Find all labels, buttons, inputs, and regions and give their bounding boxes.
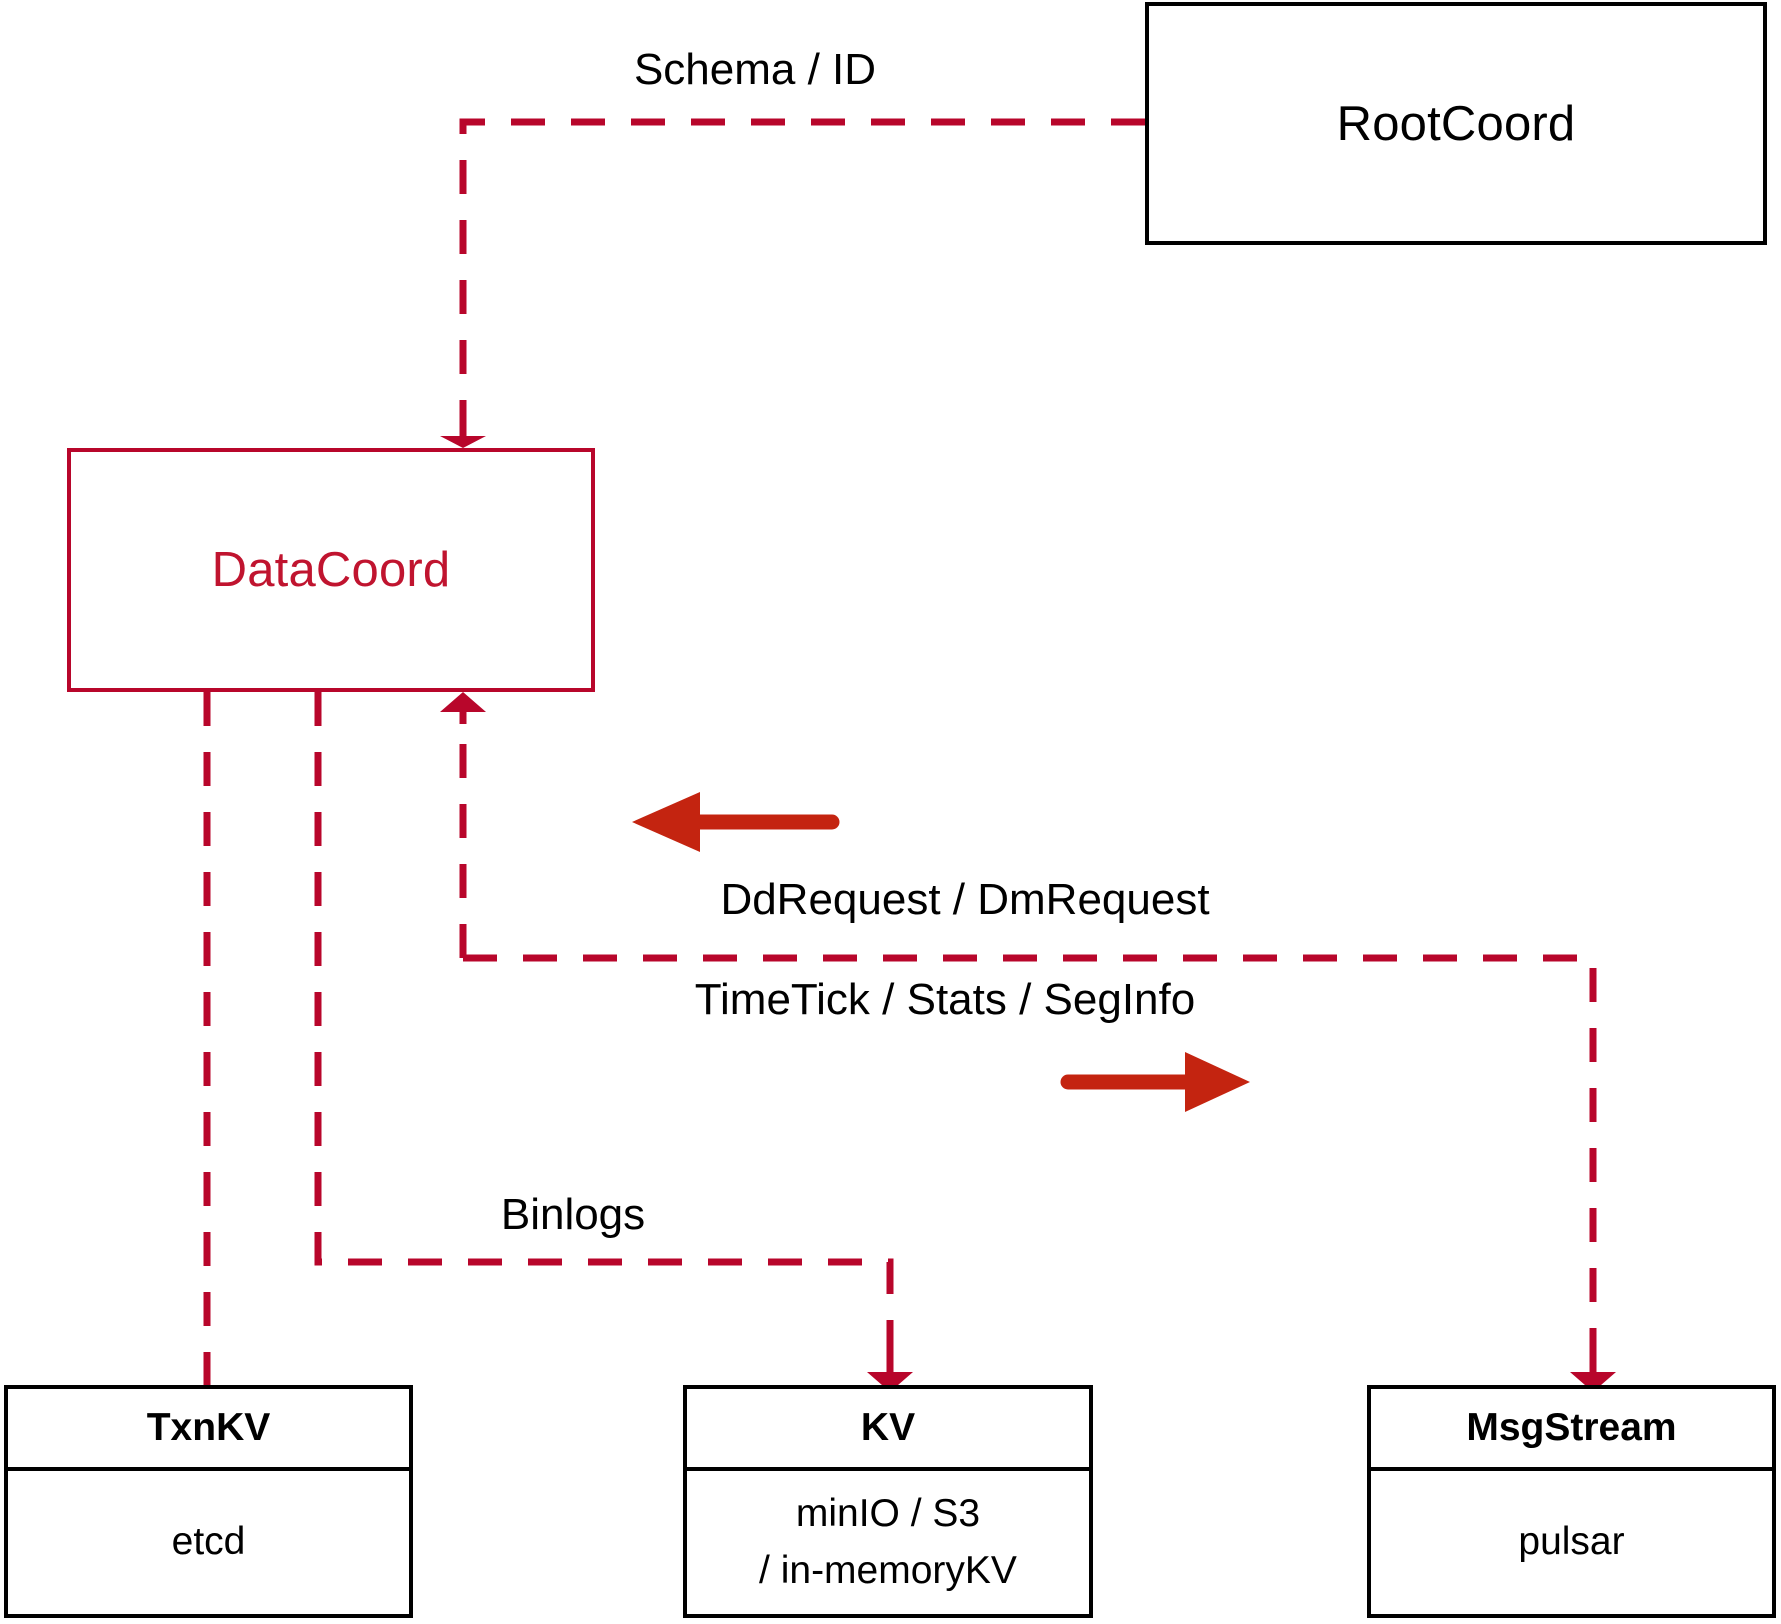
outbound-arrow-icon <box>1060 1052 1250 1112</box>
inbound-arrow-icon <box>632 792 840 852</box>
node-txnkv[interactable]: TxnKV etcd <box>4 1385 413 1618</box>
node-kv-body-line-1: minIO / S3 <box>795 1491 981 1535</box>
edge-label-schema-id: Schema / ID <box>633 45 877 94</box>
edge-timetick-stats-seginfo <box>463 954 1616 1392</box>
node-datacoord-label: DataCoord <box>211 543 451 597</box>
node-kv-title: KV <box>687 1389 1089 1471</box>
arrowhead-into-kv <box>867 1372 913 1392</box>
edge-label-dd-dm-request: DdRequest / DmRequest <box>720 875 1210 924</box>
node-datacoord[interactable]: DataCoord <box>67 448 595 692</box>
edge-label-binlogs: Binlogs <box>500 1190 646 1239</box>
edge-label-timetick-stats-seginfo: TimeTick / Stats / SegInfo <box>694 975 1196 1024</box>
edge-binlogs <box>314 692 913 1392</box>
node-rootcoord-label: RootCoord <box>1336 96 1576 151</box>
node-msgstream-body: pulsar <box>1371 1471 1772 1614</box>
node-kv[interactable]: KV minIO / S3 / in-memoryKV <box>683 1385 1093 1618</box>
node-msgstream-body-line-1: pulsar <box>1518 1520 1625 1564</box>
edge-dd-dm-request <box>440 692 486 958</box>
arrowhead-into-datacoord-bottom <box>440 692 486 712</box>
node-kv-body-line-2: / in-memoryKV <box>759 1548 1017 1592</box>
arrowhead-into-msgstream <box>1570 1372 1616 1392</box>
node-msgstream[interactable]: MsgStream pulsar <box>1367 1385 1776 1618</box>
node-msgstream-title: MsgStream <box>1371 1389 1772 1471</box>
edge-schema-id <box>440 118 1145 448</box>
node-kv-body: minIO / S3 / in-memoryKV <box>687 1471 1089 1614</box>
arrowhead-into-datacoord <box>440 436 486 448</box>
node-txnkv-title: TxnKV <box>8 1389 409 1471</box>
node-txnkv-body: etcd <box>8 1471 409 1614</box>
node-txnkv-body-line-1: etcd <box>171 1520 246 1564</box>
node-rootcoord[interactable]: RootCoord <box>1145 2 1767 245</box>
